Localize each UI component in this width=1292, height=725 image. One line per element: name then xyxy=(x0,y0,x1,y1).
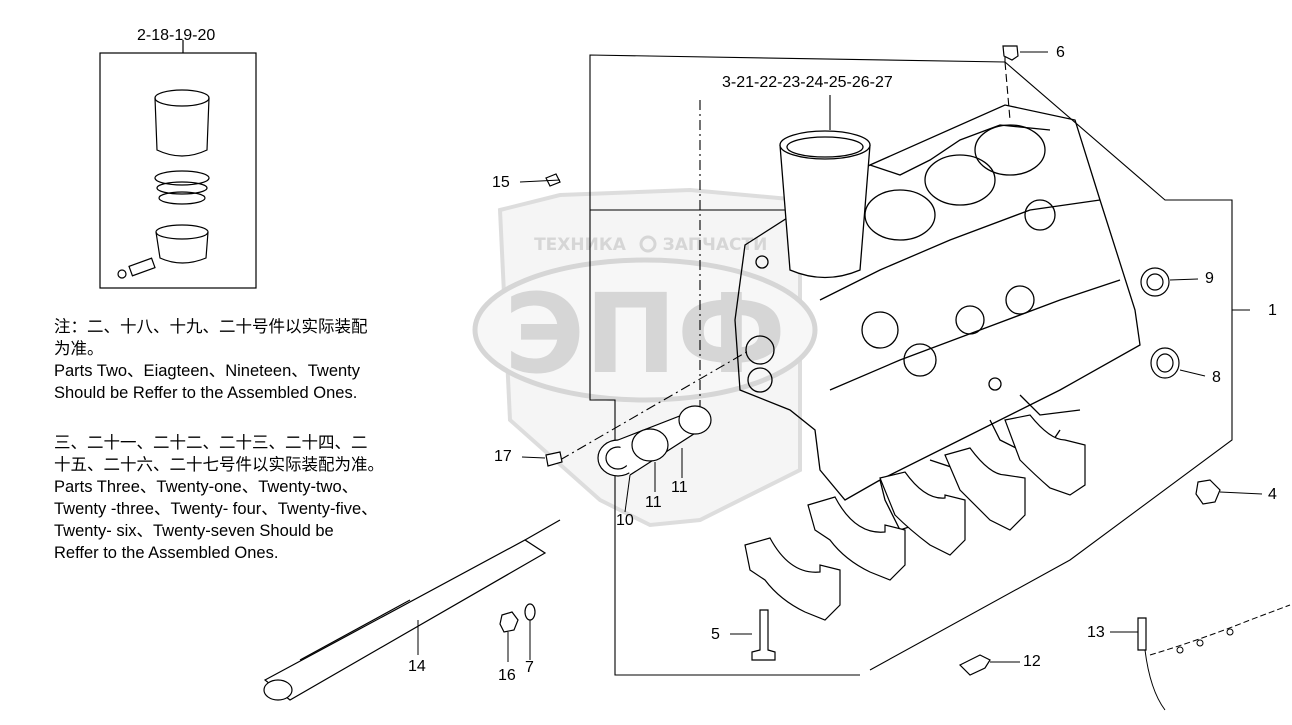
callout-5: 5 xyxy=(711,626,720,643)
note-2-line-3: Parts Three、Twenty-one、Twenty-two、 xyxy=(54,478,359,496)
note-1-line-4: Should be Reffer to the Assembled Ones. xyxy=(54,384,358,402)
callout-1: 1 xyxy=(1268,302,1277,319)
callout-14: 14 xyxy=(408,658,426,675)
gear-icon xyxy=(639,235,657,253)
callout-2-18-19-20: 2-18-19-20 xyxy=(137,27,216,44)
callout-3-21-27: 3-21-22-23-24-25-26-27 xyxy=(722,74,893,91)
leader-lines xyxy=(417,51,1263,663)
note-block-2: 三、二十一、二十二、二十三、二十四、二 十五、二十六、二十七号件以实际装配为准。… xyxy=(54,432,384,564)
note-1-line-3: Parts Two、Eiagteen、Nineteen、Twenty xyxy=(54,362,361,380)
watermark-ring xyxy=(472,257,818,403)
note-block-1: 注：二、十八、十九、二十号件以实际装配 为准。 Parts Two、Eiagte… xyxy=(54,316,368,404)
plug-4 xyxy=(1195,479,1221,505)
note-1-line-1: 注：二、十八、十九、二十号件以实际装配 xyxy=(54,318,368,336)
callout-11b: 11 xyxy=(645,494,662,511)
callout-12: 12 xyxy=(1023,653,1041,670)
note-2-line-6: Reffer to the Assembled Ones. xyxy=(54,544,279,562)
assembly-frame-lines xyxy=(559,48,1250,676)
note-2-line-1: 三、二十一、二十二、二十三、二十四、二 xyxy=(54,434,368,452)
cylinder-liner xyxy=(779,130,871,279)
callout-16: 16 xyxy=(498,667,516,684)
inset-frame xyxy=(99,52,257,289)
small-parts xyxy=(499,45,1221,676)
note-2-line-4: Twenty -three、Twenty- four、Twenty-five、 xyxy=(54,500,378,518)
stud-13 xyxy=(1137,617,1147,651)
pin-17 xyxy=(545,451,563,467)
callout-10: 10 xyxy=(616,512,634,529)
callout-13: 13 xyxy=(1087,624,1105,641)
callout-15: 15 xyxy=(492,174,510,191)
callout-7: 7 xyxy=(525,659,534,676)
bolt-6 xyxy=(1002,45,1019,61)
callout-17: 17 xyxy=(494,448,512,465)
callout-8: 8 xyxy=(1212,369,1221,386)
callout-11a: 11 xyxy=(671,479,688,496)
bearing-caps xyxy=(744,414,1086,621)
piston-inset xyxy=(99,40,257,289)
camshaft xyxy=(263,519,561,701)
note-2-line-2: 十五、二十六、二十七号件以实际装配为准。 xyxy=(54,456,384,474)
watermark: ЭПФ ТЕХНИКА ЗАПЧАСТИ xyxy=(472,187,818,528)
watermark-top-right: ЗАПЧАСТИ xyxy=(663,235,768,255)
nut-16 xyxy=(499,611,519,633)
callout-9: 9 xyxy=(1205,270,1214,287)
bolt-12 xyxy=(958,654,991,676)
watermark-logo: ЭПФ xyxy=(504,270,786,398)
seal-8 xyxy=(1150,347,1180,379)
callout-4: 4 xyxy=(1268,486,1277,503)
washer-7 xyxy=(524,603,536,621)
callout-6: 6 xyxy=(1056,44,1065,61)
camshaft-bushings xyxy=(597,405,712,477)
oil-pipe xyxy=(1144,604,1291,711)
bolt-5 xyxy=(751,609,776,661)
seal-9 xyxy=(1140,267,1170,297)
note-1-line-2: 为准。 xyxy=(54,340,104,358)
note-2-line-5: Twenty- six、Twenty-seven Should be xyxy=(54,522,334,540)
watermark-top-left: ТЕХНИКА xyxy=(534,235,627,255)
